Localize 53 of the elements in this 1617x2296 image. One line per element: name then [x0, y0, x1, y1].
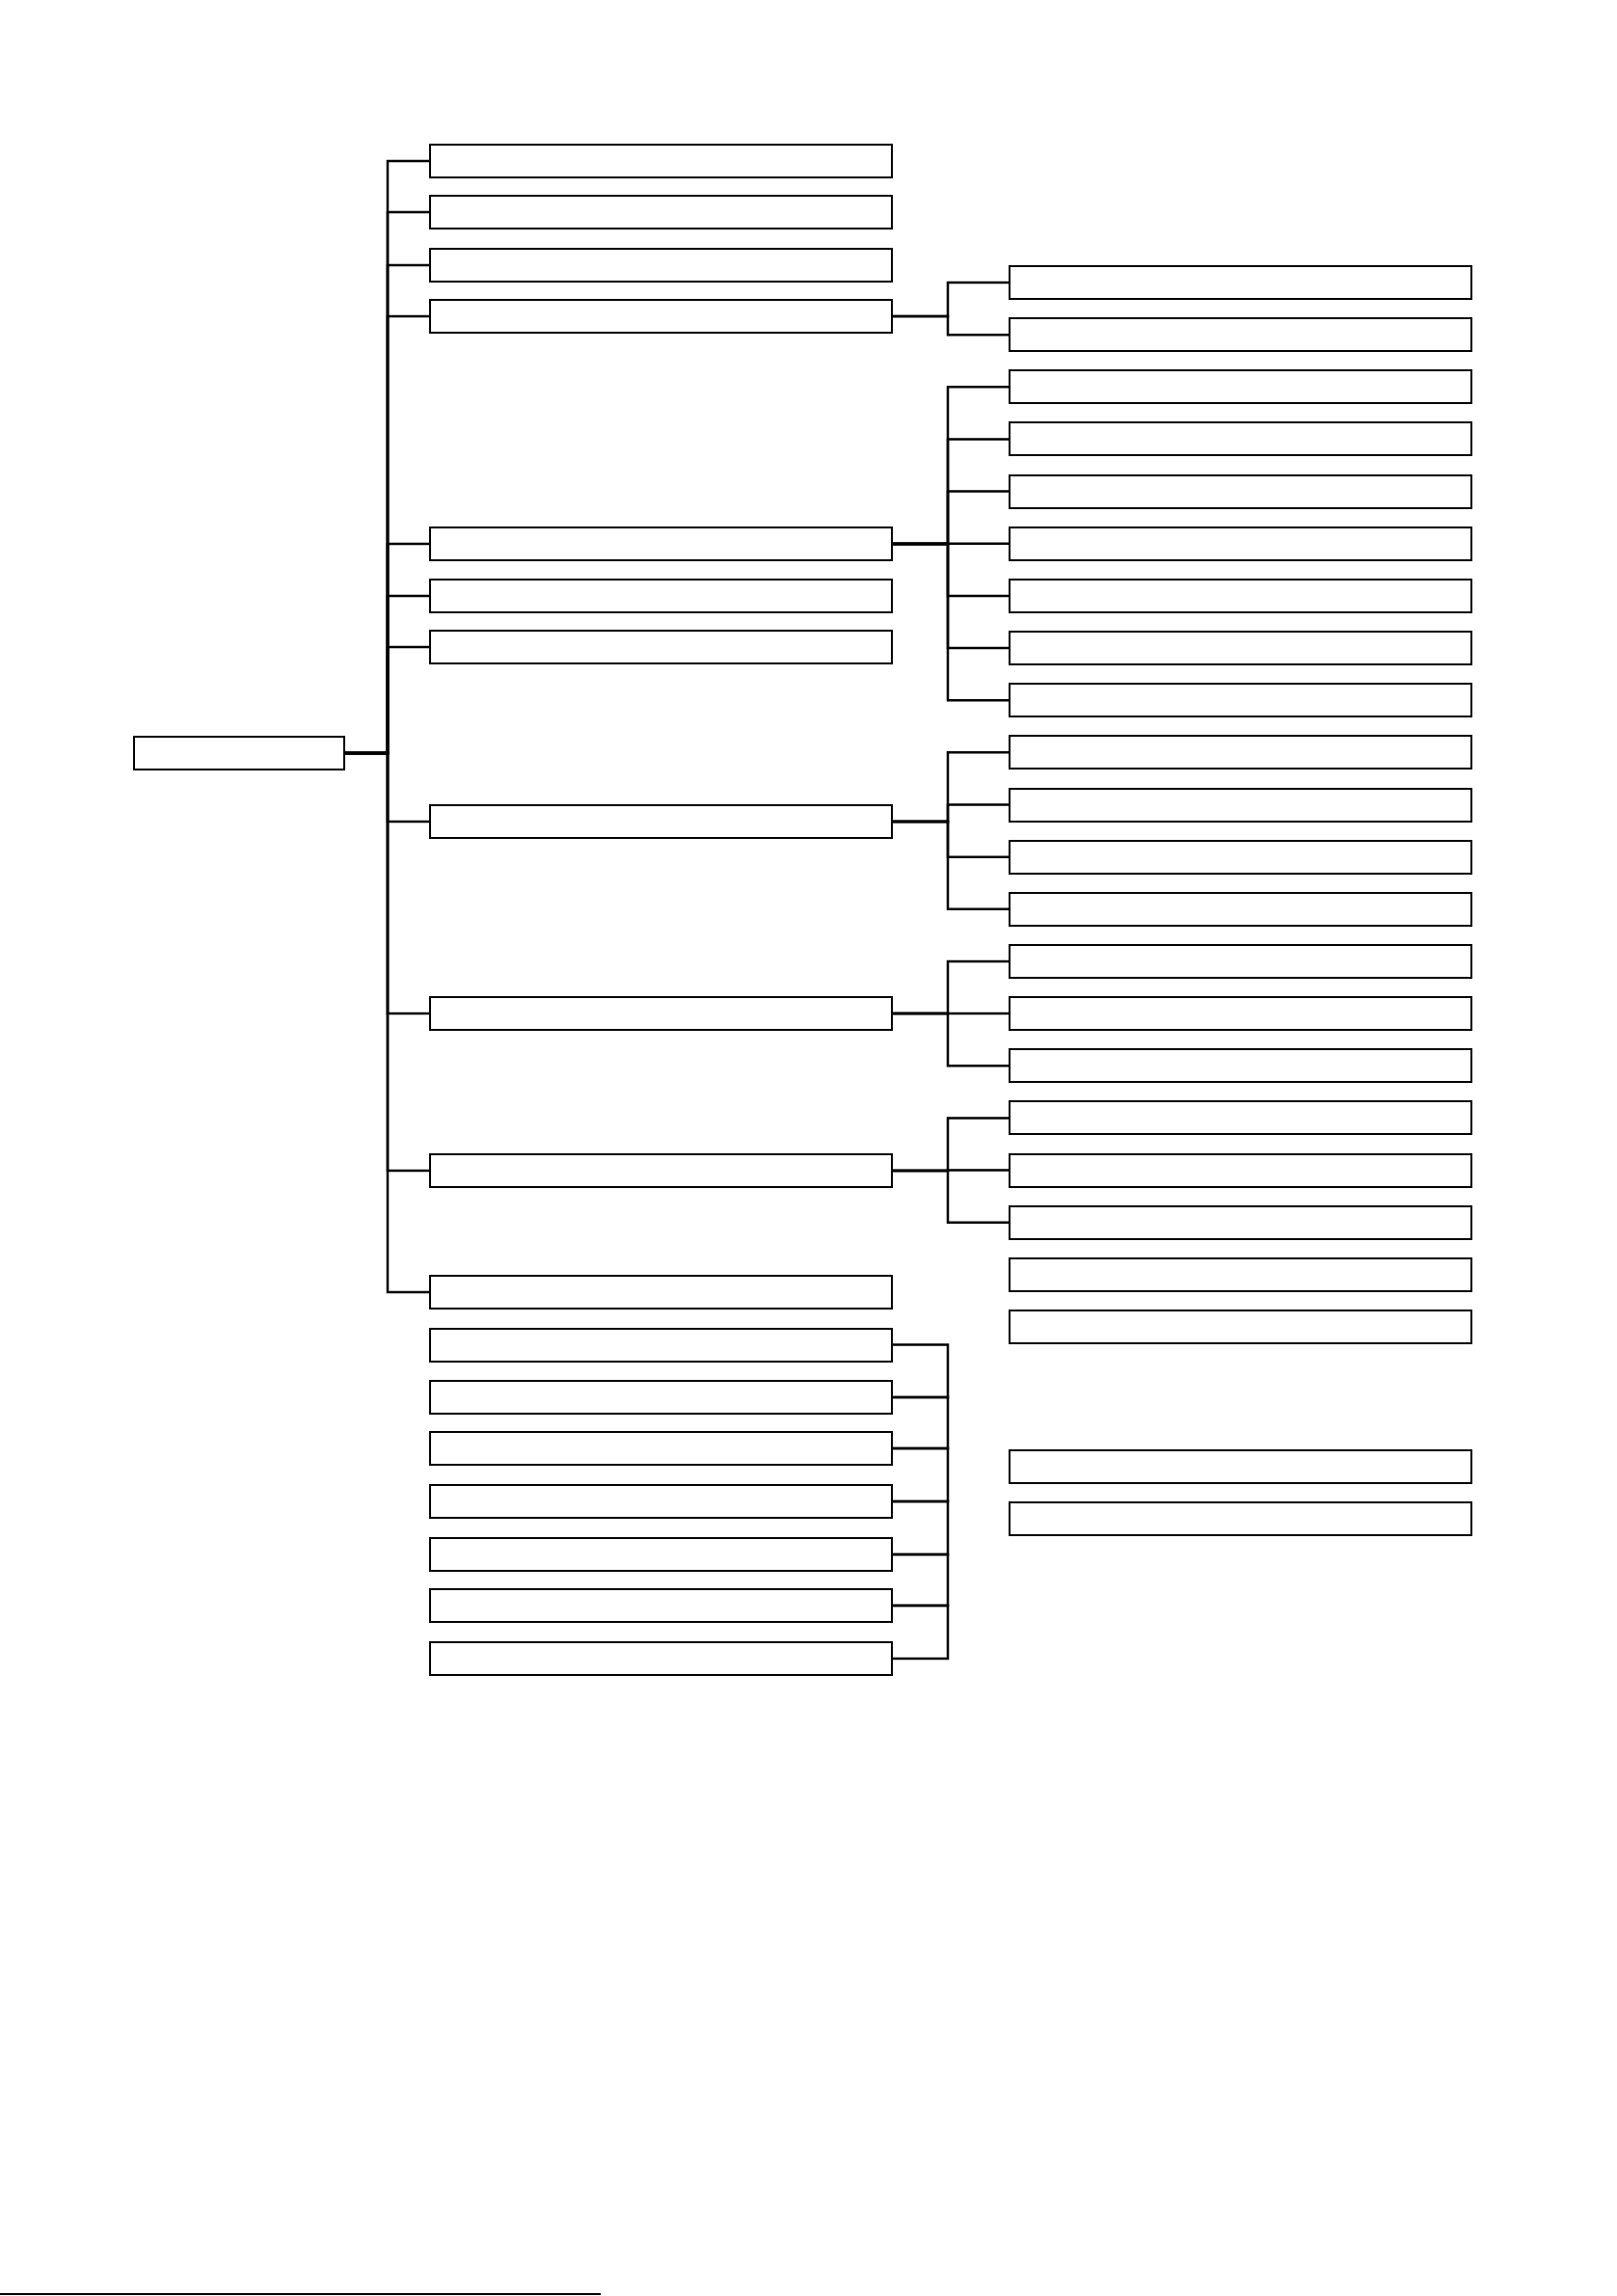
connector-line	[893, 314, 1009, 337]
connector-line	[893, 1343, 950, 1399]
connector-line	[893, 1169, 1009, 1224]
empty-box	[1009, 421, 1472, 457]
empty-box	[1009, 265, 1472, 300]
empty-box	[429, 1275, 893, 1310]
empty-box	[1009, 369, 1472, 405]
empty-box	[1009, 839, 1472, 875]
connector-line	[893, 542, 1009, 702]
connector-line	[893, 1553, 950, 1607]
empty-box	[1009, 631, 1472, 666]
empty-box	[1009, 683, 1472, 718]
empty-box	[429, 527, 893, 561]
empty-box	[1009, 891, 1472, 927]
empty-box	[1009, 1310, 1472, 1344]
empty-box	[133, 736, 345, 770]
connector-line	[893, 1446, 950, 1503]
connector-line	[893, 1604, 950, 1661]
empty-box	[1009, 1100, 1472, 1136]
empty-box	[1009, 317, 1472, 353]
connector-line	[893, 1012, 1009, 1067]
empty-box	[429, 195, 893, 230]
empty-box	[1009, 996, 1472, 1032]
connector-line	[893, 1395, 950, 1450]
empty-box	[429, 1641, 893, 1676]
empty-box	[429, 1380, 893, 1415]
empty-box	[429, 804, 893, 839]
connector-line	[893, 820, 1009, 911]
empty-box	[1009, 1449, 1472, 1484]
empty-box	[429, 630, 893, 664]
empty-box	[1009, 1501, 1472, 1536]
empty-box	[1009, 787, 1472, 823]
empty-box	[429, 248, 893, 283]
empty-box	[1009, 1048, 1472, 1084]
empty-box	[1009, 1204, 1472, 1240]
connector-line	[893, 1499, 950, 1556]
empty-box	[1009, 943, 1472, 979]
empty-box	[429, 1537, 893, 1572]
empty-box	[1009, 578, 1472, 613]
empty-box	[1009, 473, 1472, 509]
empty-box	[429, 1431, 893, 1466]
empty-box	[1009, 735, 1472, 770]
empty-box	[429, 1588, 893, 1623]
empty-box	[429, 299, 893, 334]
empty-box	[429, 996, 893, 1031]
empty-box	[429, 1153, 893, 1188]
empty-box	[1009, 526, 1472, 561]
empty-box	[1009, 1152, 1472, 1188]
empty-box	[1009, 1256, 1472, 1292]
empty-box	[429, 579, 893, 613]
empty-box	[429, 1484, 893, 1519]
empty-box	[429, 144, 893, 178]
empty-box	[429, 1327, 893, 1363]
